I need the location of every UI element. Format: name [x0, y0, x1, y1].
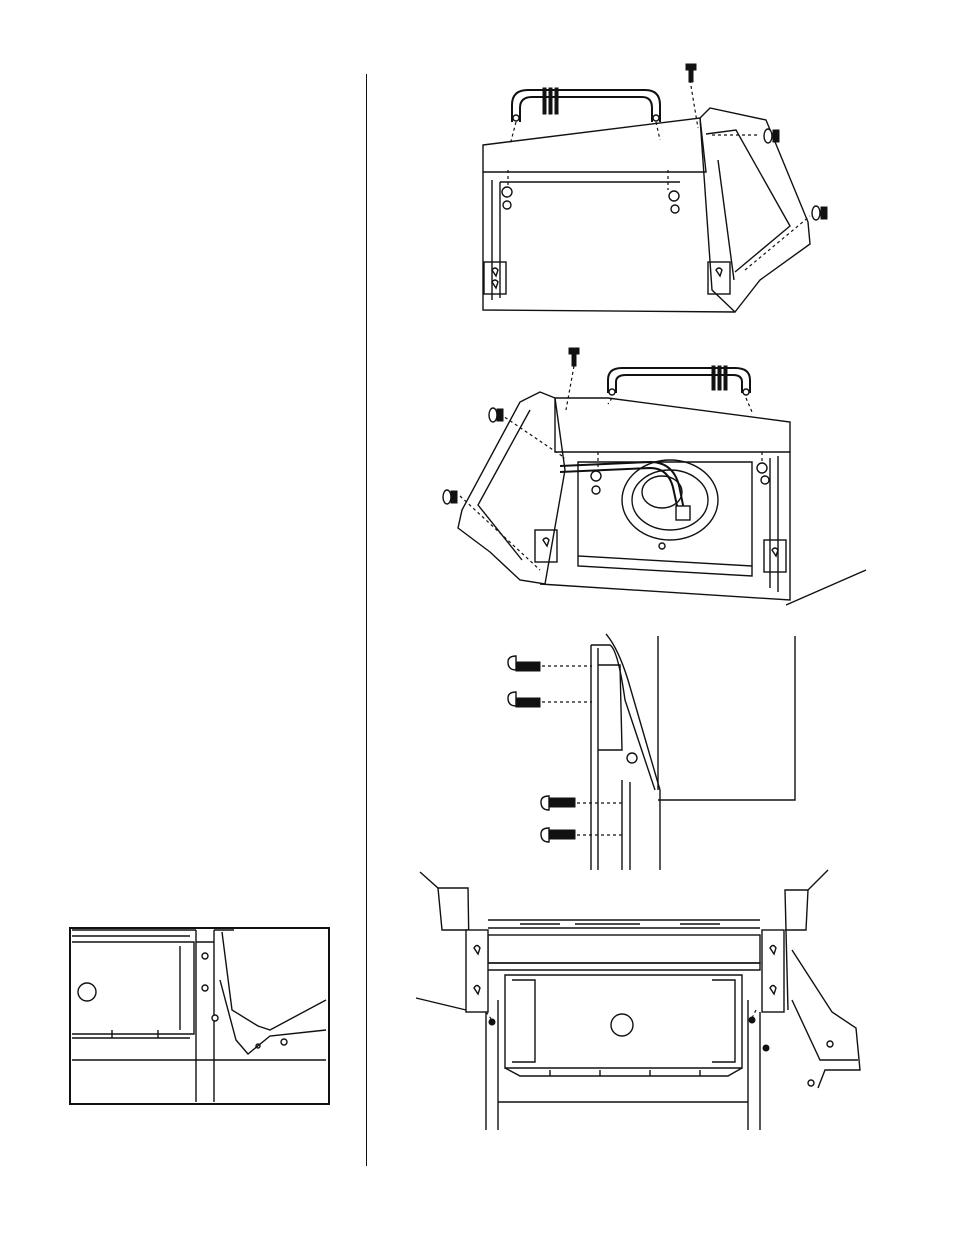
figure-cart-front-view — [416, 870, 860, 1130]
bolt-icon — [686, 64, 696, 82]
screw-icon — [508, 656, 575, 842]
screw-icon — [202, 953, 287, 1045]
washer-nut-icon — [443, 408, 769, 504]
bolt-icon — [569, 348, 579, 366]
figure-screw-attachment-detail — [508, 634, 795, 870]
figure-side-shelf-left-assembly — [483, 64, 827, 312]
keyhole-bracket-icon — [466, 930, 488, 1012]
figure-side-shelf-right-burner — [443, 348, 866, 605]
side-burner-icon — [560, 460, 718, 549]
figure-inset-detail — [70, 928, 329, 1104]
handle-icon — [512, 88, 660, 122]
handle-icon — [608, 366, 750, 395]
keyhole-bracket-icon — [762, 930, 784, 1012]
